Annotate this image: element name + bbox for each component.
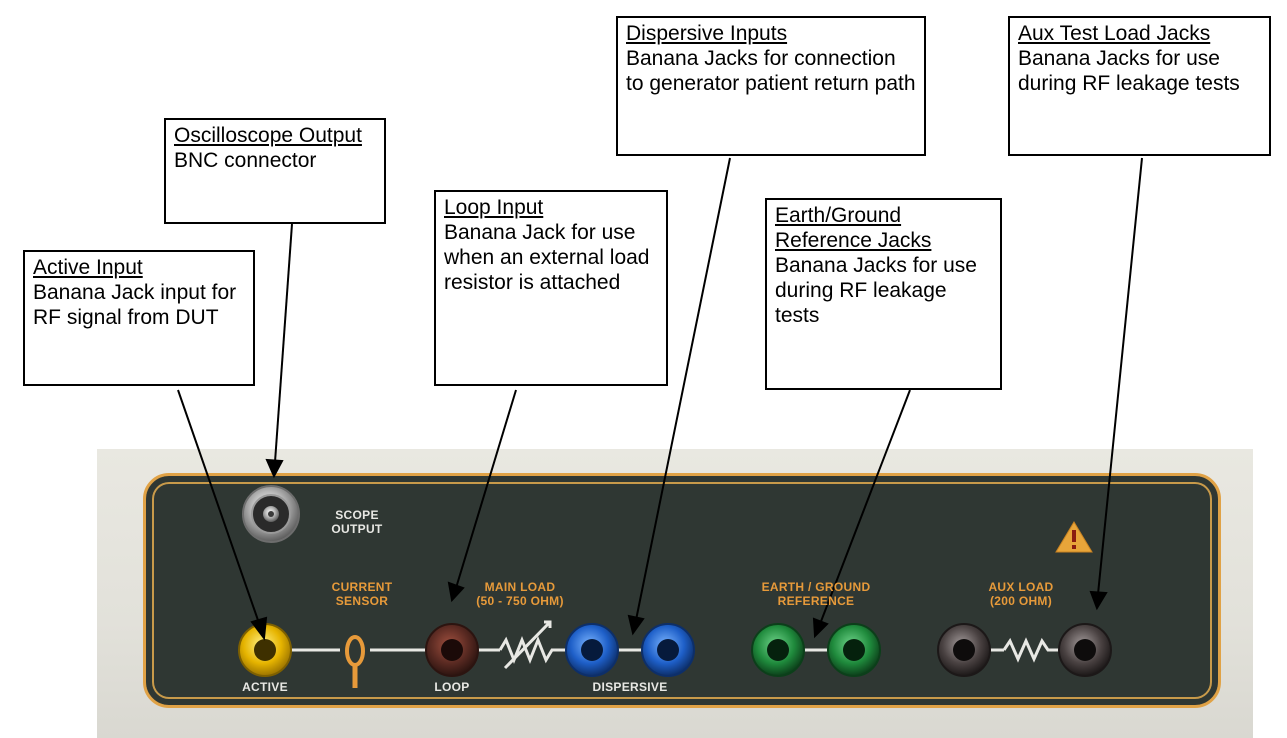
label-scope-output: SCOPE OUTPUT	[331, 508, 383, 536]
callout-oscilloscope-output: Oscilloscope Output BNC connector	[164, 118, 386, 224]
callout-description: Banana Jacks for use during RF leakage t…	[1018, 47, 1240, 95]
callout-description: Banana Jacks for use during RF leakage t…	[775, 254, 977, 327]
aux-load-jack	[937, 623, 991, 677]
callout-description: Banana Jack for use when an external loa…	[444, 221, 650, 294]
arrow-dispersive	[635, 157, 731, 621]
active-jack	[238, 623, 292, 677]
bnc-connector-icon	[242, 485, 300, 543]
label-current-sensor: CURRENT SENSOR	[331, 580, 393, 608]
loop-jack	[425, 623, 479, 677]
aux-load-jack	[1058, 623, 1112, 677]
callout-title: Active Input	[33, 256, 143, 279]
variable-resistor-icon	[498, 635, 570, 665]
callout-title: Earth/Ground Reference Jacks	[775, 204, 932, 252]
callout-loop-input: Loop Input Banana Jack for use when an e…	[434, 190, 668, 386]
callout-description: Banana Jack input for RF signal from DUT	[33, 281, 237, 329]
label-main-load: MAIN LOAD (50 - 750 OHM)	[476, 580, 564, 608]
label-loop: LOOP	[434, 680, 470, 694]
dispersive-jack	[565, 623, 619, 677]
current-sensor-icon	[345, 635, 365, 688]
label-aux-load: AUX LOAD (200 OHM)	[988, 580, 1054, 608]
label-active: ACTIVE	[242, 680, 288, 694]
callout-title: Oscilloscope Output	[174, 124, 362, 147]
arrow-active	[177, 389, 261, 627]
callout-title: Dispersive Inputs	[626, 22, 788, 45]
label-dispersive: DISPERSIVE	[592, 680, 668, 694]
arrow-earth	[819, 389, 911, 625]
callout-description: Banana Jacks for connection to generator…	[626, 47, 916, 95]
label-earth-ground-reference: EARTH / GROUND REFERENCE	[761, 580, 871, 608]
arrow-scope	[274, 223, 293, 463]
warning-icon	[1055, 521, 1093, 553]
callout-aux-test-load-jacks: Aux Test Load Jacks Banana Jacks for use…	[1008, 16, 1271, 156]
arrow-loop	[455, 389, 517, 589]
earth-ground-jack	[827, 623, 881, 677]
arrow-aux	[1097, 157, 1143, 595]
resistor-icon	[1002, 637, 1062, 663]
callout-active-input: Active Input Banana Jack input for RF si…	[23, 250, 255, 386]
earth-ground-jack	[751, 623, 805, 677]
callout-description: BNC connector	[174, 149, 317, 172]
callout-dispersive-inputs: Dispersive Inputs Banana Jacks for conne…	[616, 16, 926, 156]
callout-title: Loop Input	[444, 196, 544, 219]
callout-earth-ground-reference: Earth/Ground Reference Jacks Banana Jack…	[765, 198, 1002, 390]
leader-arrows	[177, 157, 1143, 641]
dispersive-jack	[641, 623, 695, 677]
callout-title: Aux Test Load Jacks	[1018, 22, 1211, 45]
